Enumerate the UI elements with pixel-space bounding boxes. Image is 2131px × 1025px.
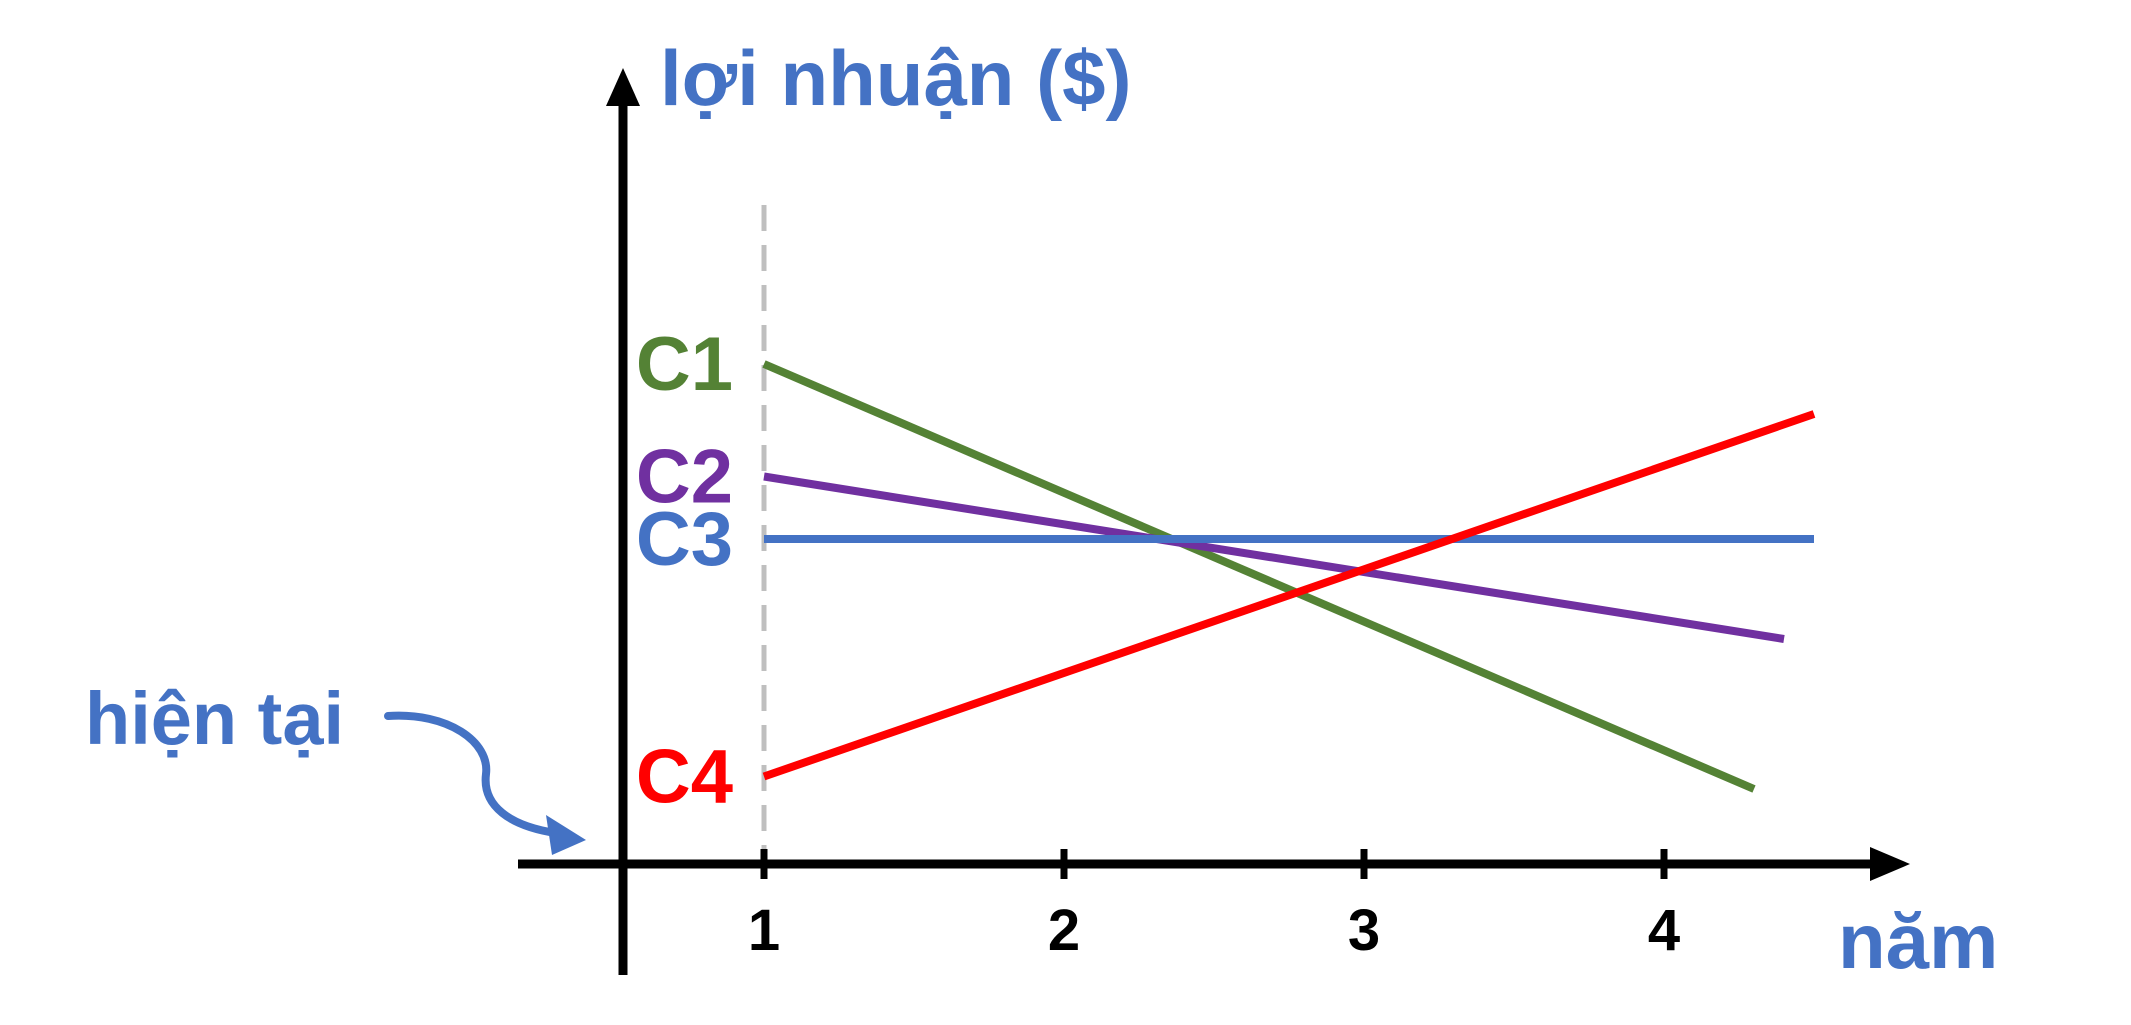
current-annotation-arrowhead	[546, 815, 586, 855]
series-line-c1	[762, 360, 1756, 793]
x-tick-label: 4	[1648, 898, 1680, 963]
y-axis-arrowhead	[606, 68, 640, 106]
current-annotation-label: hiện tại	[85, 677, 344, 760]
series-label-c1: C1	[636, 322, 733, 407]
current-annotation-arrow	[384, 711, 560, 837]
series-group	[762, 360, 1816, 793]
x-axis-label: năm	[1838, 897, 1998, 985]
x-ticks-group: 1 2 3 4	[748, 849, 1680, 963]
y-axis-label: lợi nhuận ($)	[660, 34, 1131, 122]
series-label-c3: C3	[636, 497, 733, 582]
x-tick-label: 2	[1048, 898, 1080, 963]
series-line-c2	[763, 472, 1785, 643]
x-axis-arrowhead	[1870, 847, 1910, 881]
x-tick-label: 3	[1348, 898, 1380, 963]
series-label-c4: C4	[636, 735, 733, 820]
series-label-c2: C2	[636, 435, 733, 520]
series-line-c4	[762, 410, 1816, 781]
x-tick-label: 1	[748, 898, 780, 963]
